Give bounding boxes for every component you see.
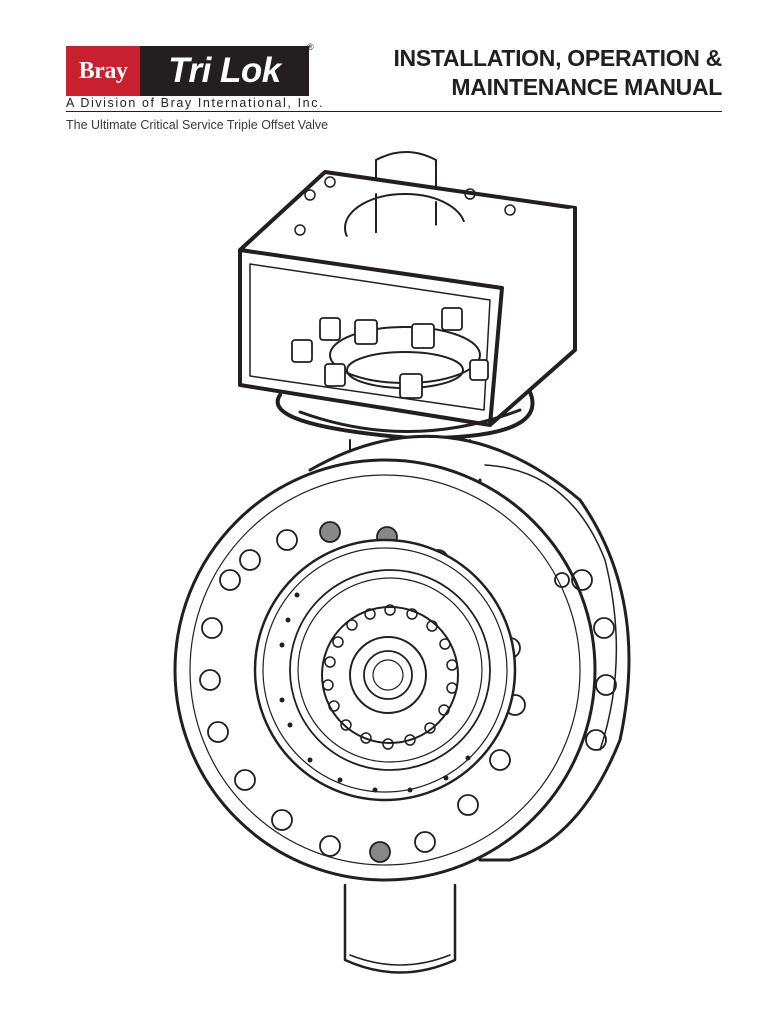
bray-tri-lok-logo: Bray Tri Lok	[66, 46, 309, 96]
title-line-1: INSTALLATION, OPERATION &	[393, 45, 722, 71]
seal-ring	[289, 569, 491, 771]
logo-bray-text: Bray	[66, 46, 140, 96]
header-divider	[66, 111, 722, 112]
disc-face	[321, 606, 459, 744]
valve-bore	[253, 538, 517, 802]
title-line-2: MAINTENANCE MANUAL	[451, 74, 722, 100]
seal-dots	[279, 592, 471, 793]
disc-bolts	[322, 604, 458, 750]
manual-title: INSTALLATION, OPERATION & MAINTENANCE MA…	[393, 44, 722, 102]
coupling-bolts	[291, 307, 489, 399]
division-line: A Division of Bray International, Inc.	[66, 96, 325, 110]
registered-mark: ®	[307, 42, 314, 52]
bottom-trunnion	[343, 883, 457, 974]
logo-tri-lok-text: Tri Lok	[140, 46, 309, 96]
valve-illustration	[173, 151, 631, 974]
disc-hub	[349, 636, 427, 714]
bracket-box	[238, 206, 577, 427]
tagline: The Ultimate Critical Service Triple Off…	[66, 118, 329, 132]
